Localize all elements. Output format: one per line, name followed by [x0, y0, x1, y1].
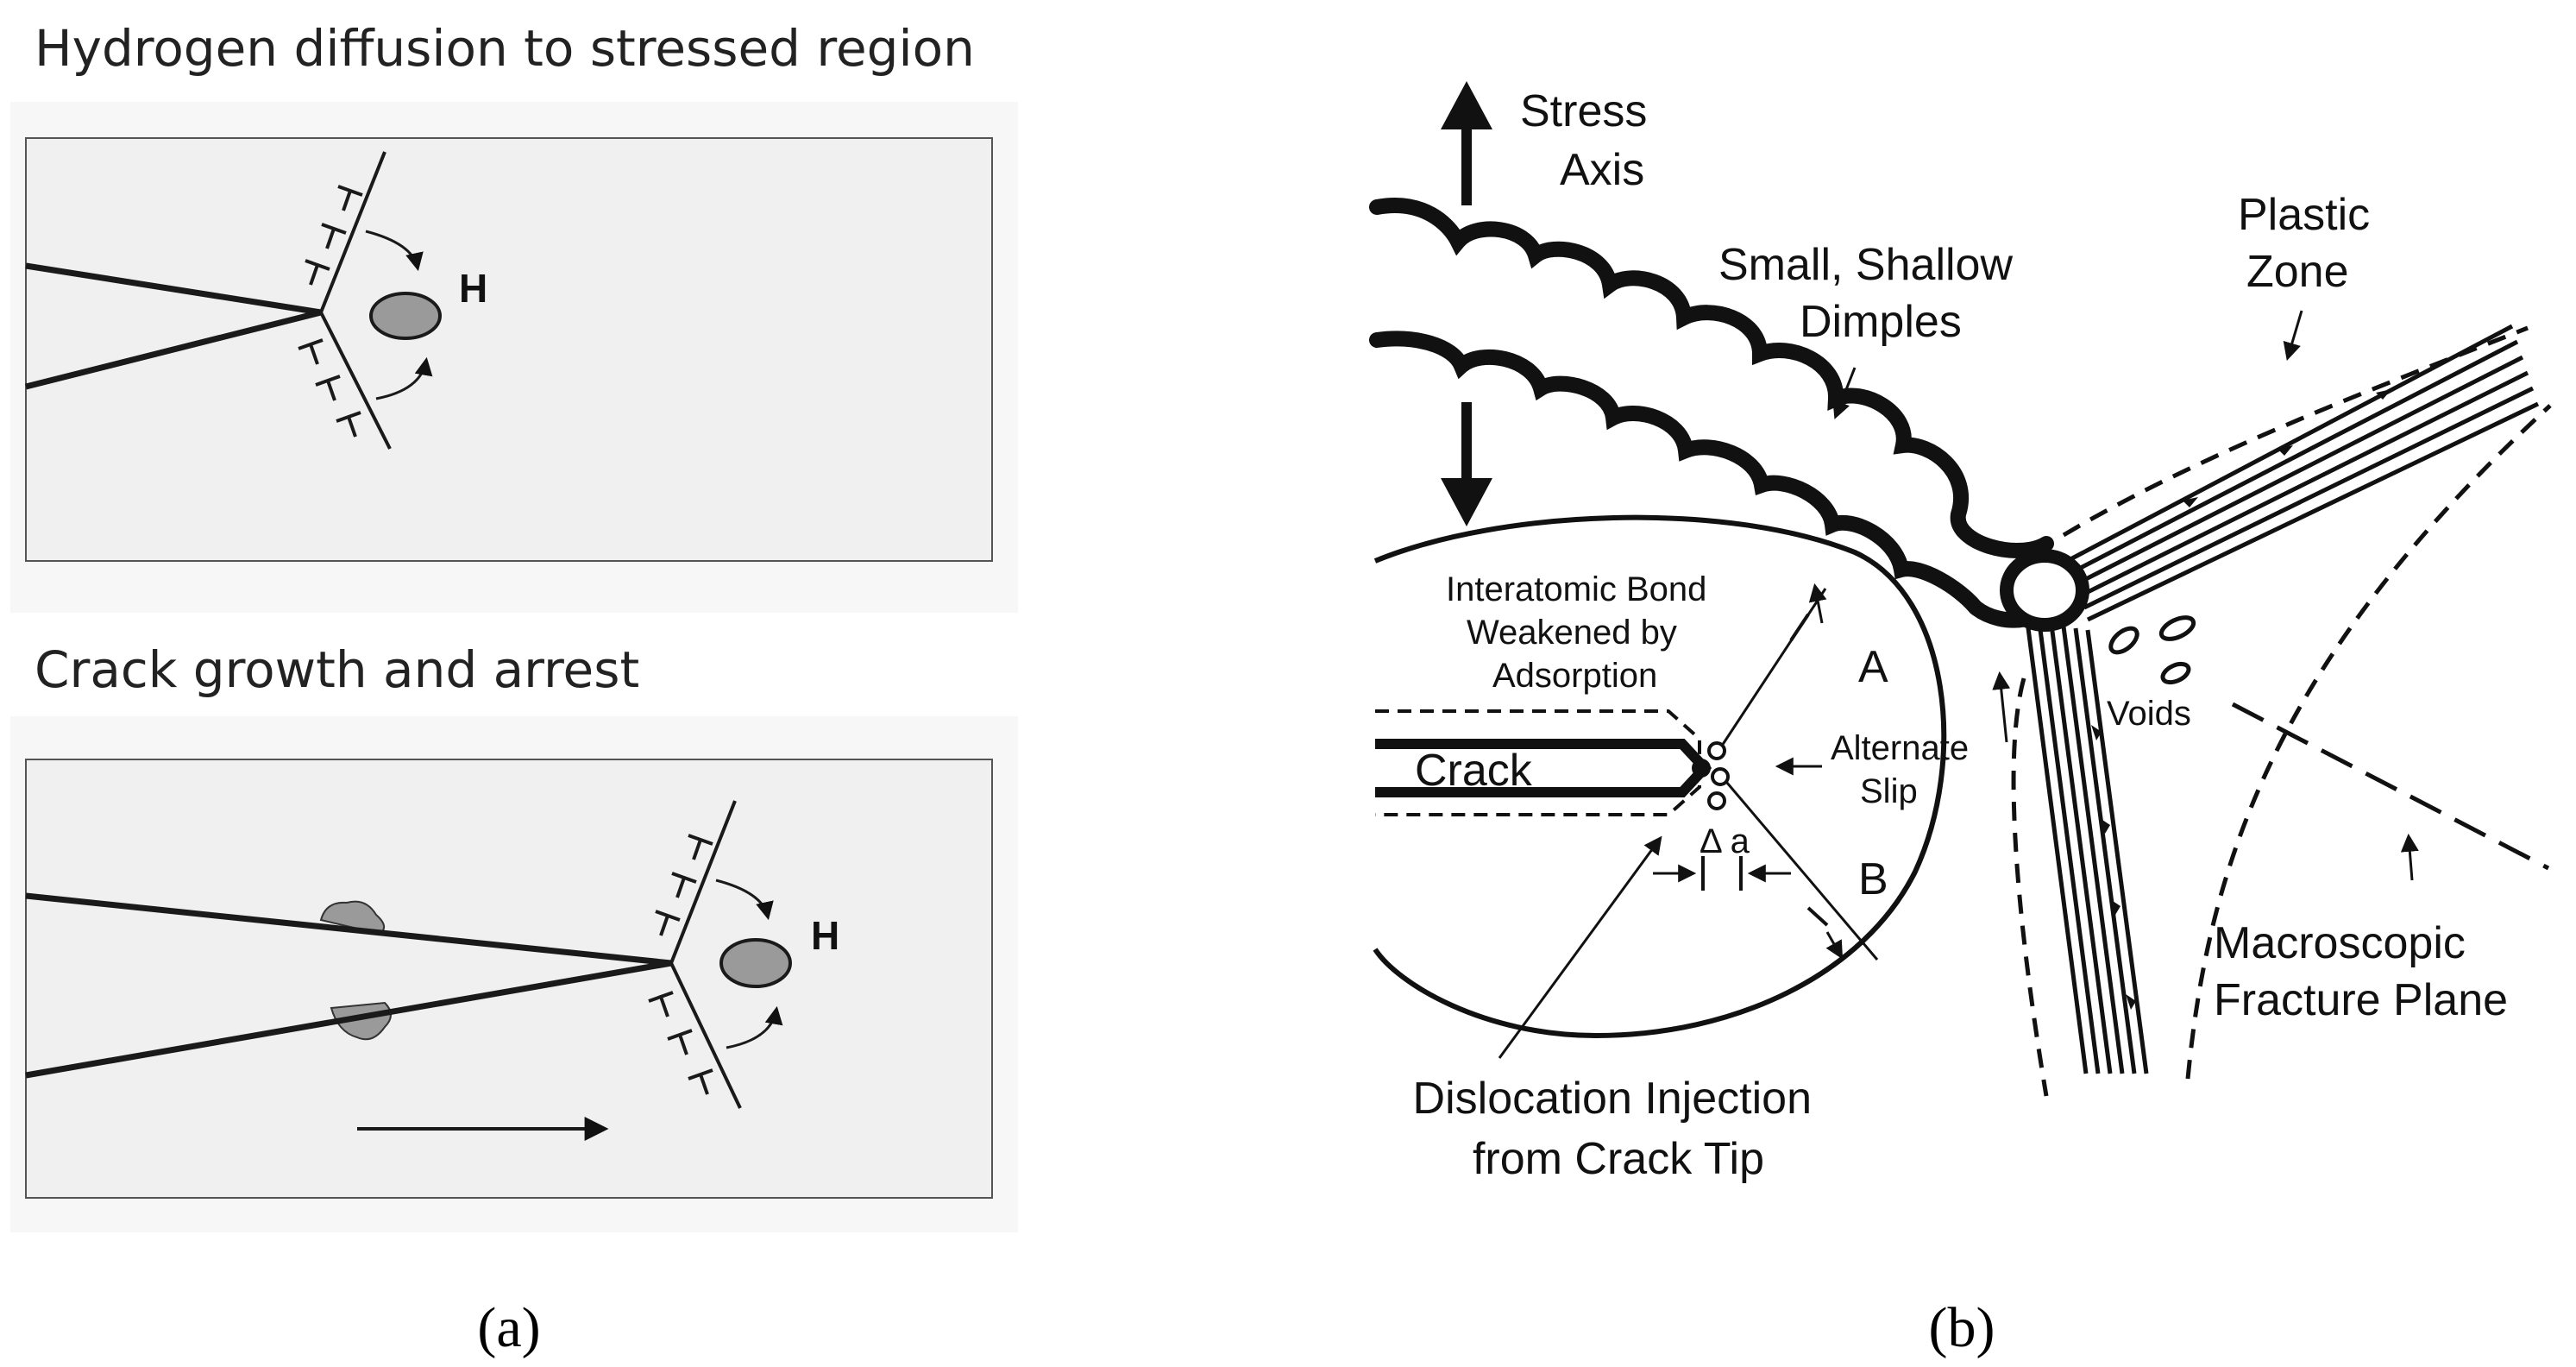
crack-tip-void — [2000, 549, 2089, 632]
slip-plane-upper-bottom — [669, 800, 737, 964]
slip-a-arrow — [1808, 583, 1827, 624]
diffusion-arrow-lower-top — [375, 356, 433, 400]
hydrogen-label-top: H — [459, 266, 487, 311]
slip-plane-lower-bottom — [669, 962, 742, 1109]
panel-b: Stress Axis Small, Shallow Dimples — [1369, 81, 2552, 1359]
stress-axis-label: Stress Axis — [1520, 86, 1660, 195]
dislocation-label: Dislocation Injection from Crack Tip — [1413, 1074, 1825, 1184]
slip-b-label: B — [1858, 854, 1888, 904]
fracture-surface-upper — [1369, 198, 2054, 558]
hydride-blob-upper — [319, 900, 386, 935]
slip-plane-upper-top — [319, 151, 386, 313]
plastic-zone-pointer — [2283, 310, 2303, 362]
hydrogen-label-bottom: H — [811, 913, 839, 958]
plastic-zone-boundary-inner — [2185, 404, 2552, 1080]
slip-a-label: A — [1858, 642, 1888, 692]
dimples-pointer — [1832, 367, 1857, 419]
plastic-zone-boundary-outer — [2062, 325, 2529, 538]
panel-a-top-title: Hydrogen diffusion to stressed region — [35, 19, 975, 78]
stress-arrow-down-icon — [1441, 402, 1492, 526]
slip-line-b — [1720, 776, 1879, 961]
crack-tip-atoms — [1692, 741, 1730, 810]
bond-label: Interatomic Bond Weakened by Adsorption — [1446, 570, 1717, 695]
dislocations-upper-bottom — [655, 834, 713, 936]
voids — [2108, 615, 2196, 685]
slip-b-arrow — [1825, 931, 1844, 960]
panel-a: Hydrogen diffusion to stressed region H … — [10, 19, 1018, 1359]
caption-b: (b) — [1929, 1296, 1995, 1359]
slip-markers — [2091, 389, 2391, 1010]
diffusion-arrow-upper-bottom — [715, 879, 774, 921]
fracture-plane-line — [2231, 702, 2550, 871]
dimples-label: Small, Shallow Dimples — [1718, 240, 2025, 347]
slip-plane-lower-top — [319, 312, 392, 450]
hydrogen-atom-icon — [369, 292, 442, 340]
slip-band-lower — [2025, 621, 2149, 1074]
dislocation-b-marker — [1806, 906, 1829, 927]
panel-a-top-box — [25, 137, 993, 562]
crack-label: Crack — [1415, 746, 1533, 796]
dislocations-upper-top — [305, 185, 363, 286]
stress-arrow-up-icon — [1441, 81, 1492, 205]
plastic-zone-boundary-left — [2011, 677, 2049, 1097]
fracture-surface-lower — [1369, 331, 2061, 628]
inset-pointer — [1992, 671, 2011, 743]
diffusion-arrow-upper-top — [365, 230, 424, 272]
panel-a-bottom-title: Crack growth and arrest — [35, 640, 639, 699]
hydrogen-atom-icon — [719, 938, 792, 988]
plastic-zone-label: Plastic Zone — [2238, 190, 2383, 297]
diffusion-arrow-lower-bottom — [726, 1005, 783, 1049]
voids-label: Voids — [2107, 695, 2191, 733]
panel-a-bottom-box — [25, 759, 993, 1199]
alternate-slip-label: Alternate Slip — [1831, 729, 1978, 810]
fracture-plane-label: Macroscopic Fracture Plane — [2214, 918, 2508, 1025]
dislocations-lower-top — [298, 338, 361, 438]
inset-magnified-view — [1373, 514, 1947, 1039]
caption-a: (a) — [477, 1296, 540, 1359]
dislocation-pointer — [1498, 835, 1662, 1059]
dislocation-a-marker — [1789, 613, 1810, 642]
dislocations-lower-bottom — [648, 991, 713, 1095]
fracture-plane-pointer — [2400, 833, 2419, 881]
slip-band-upper — [2069, 324, 2540, 622]
delta-a-label: Δ a — [1700, 822, 1750, 860]
